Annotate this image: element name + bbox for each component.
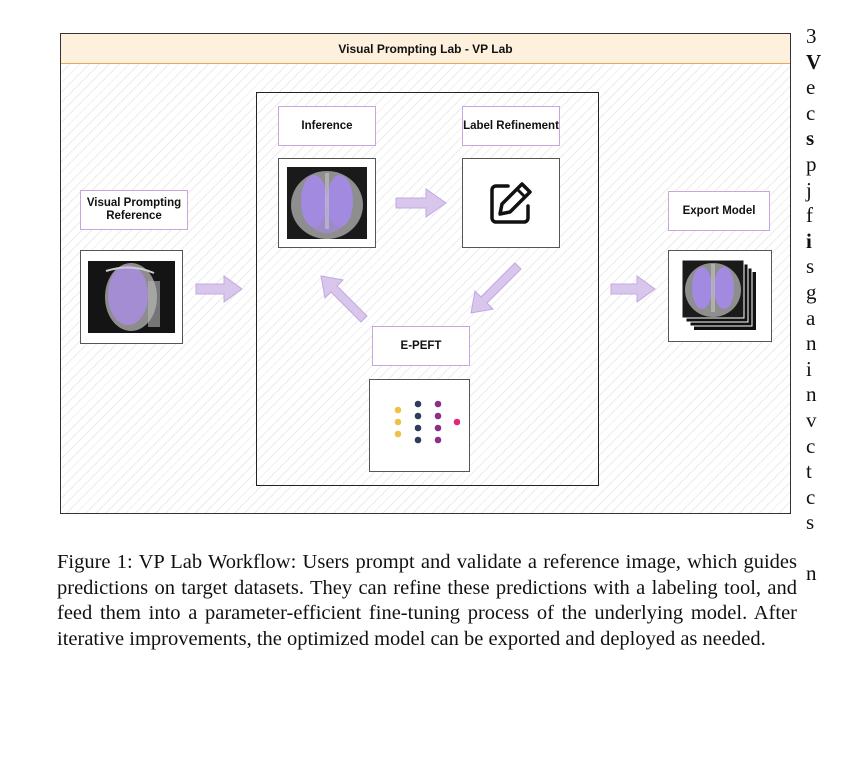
inference-card <box>278 158 376 248</box>
right-line: c <box>806 484 816 509</box>
right-line: 3 <box>806 24 817 48</box>
right-column-text: 3 V e c s p j f i s g a n i n v c t c s … <box>806 24 846 587</box>
right-line: f <box>806 203 813 228</box>
figure-caption: Figure 1: VP Lab Workflow: Users prompt … <box>57 551 797 650</box>
right-line: a <box>806 305 816 330</box>
right-line: g <box>806 279 817 304</box>
reference-card <box>80 250 183 344</box>
workflow-figure: Visual Prompting Lab - VP Lab Visual Pro… <box>60 33 791 514</box>
xray-inference-icon <box>287 167 367 239</box>
right-line: e <box>806 75 816 100</box>
right-line: V <box>806 49 822 74</box>
right-line: c <box>806 433 816 458</box>
right-line: s <box>806 510 815 535</box>
network-icon <box>394 400 460 443</box>
label-refinement: Label Refinement <box>462 106 560 146</box>
right-line: s <box>806 254 815 279</box>
arrow-inference-to-refinement <box>395 188 447 218</box>
arrow-refinement-to-epeft <box>470 262 522 314</box>
xray-stack-icon <box>682 260 756 330</box>
export-card <box>668 250 772 342</box>
epeft-card <box>369 379 470 472</box>
label-export: Export Model <box>668 191 770 231</box>
right-line: n <box>806 382 817 407</box>
right-line: s <box>806 126 815 151</box>
right-line: c <box>806 100 816 125</box>
edit-icon <box>490 182 532 224</box>
arrow-reference-to-inference <box>195 275 243 303</box>
right-line: n <box>806 561 817 586</box>
right-line: i <box>806 228 812 253</box>
right-line <box>806 536 846 562</box>
right-line: v <box>806 407 817 432</box>
label-inference: Inference <box>278 106 376 146</box>
iteration-loop-box <box>256 92 599 486</box>
figure-title: Visual Prompting Lab - VP Lab <box>61 34 790 64</box>
right-line: t <box>806 459 812 484</box>
refinement-card <box>462 158 560 248</box>
right-line: p <box>806 151 817 176</box>
label-epeft: E-PEFT <box>372 326 470 366</box>
right-line: j <box>806 177 812 202</box>
label-reference: Visual Prompting Reference <box>80 190 188 230</box>
arrow-to-export <box>610 275 656 303</box>
arrow-epeft-to-inference <box>320 275 368 323</box>
right-line: i <box>806 356 812 381</box>
xray-reference-icon <box>88 261 175 333</box>
right-line: n <box>806 331 817 356</box>
